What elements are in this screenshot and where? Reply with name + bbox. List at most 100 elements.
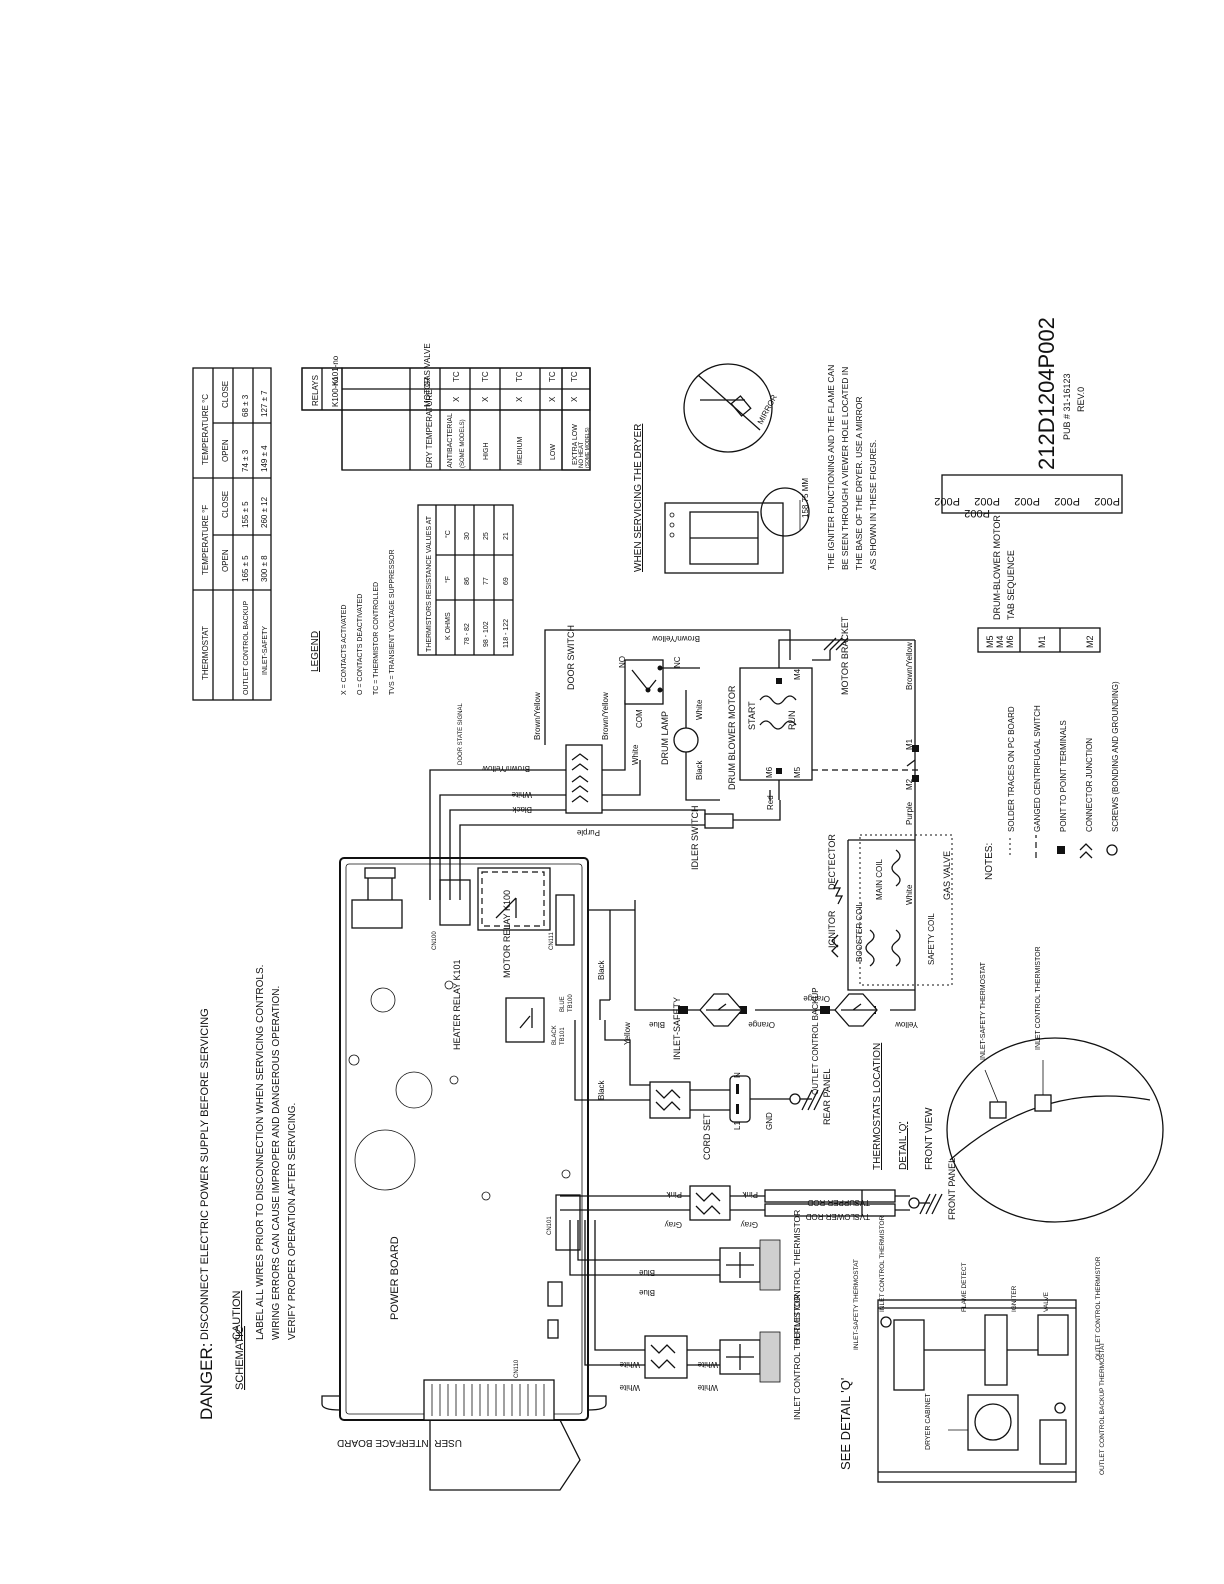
relay-row1-note: (SOME MODELS) (460, 419, 466, 468)
wire-black-left: Black (511, 805, 532, 814)
relay-row4-valve: TC (548, 371, 557, 382)
notes: NOTES: SOLDER TRACES ON PC BOARD GANGED … (984, 681, 1120, 880)
wire-purple-left: Purple (576, 828, 600, 837)
safety-coil-label: SAFETY COIL (927, 913, 936, 965)
th-thermostat: THERMOSTAT (201, 626, 210, 680)
wire-black-upper: Black (597, 959, 606, 980)
wire-labels: Brown/Yellow Brown/Yellow Brown/Yellow B… (482, 634, 918, 1392)
cn100-label: CN100 (432, 931, 438, 950)
nc-label: NC (673, 656, 682, 668)
note-5: SCREWS (BONDING AND GROUNDING) (1111, 681, 1120, 832)
servicing-note-1: THE IGNITER FUNCTIONING AND THE FLAME CA… (826, 365, 836, 570)
m1-label: M1 (905, 738, 914, 750)
booster-coil-label: BOOSTER COIL (855, 901, 864, 962)
cab-valve: VALVE (1043, 1291, 1050, 1312)
inlet-safety-label: INLET-SAFETY (672, 997, 682, 1060)
wire-white-lower-right: White (697, 1383, 718, 1392)
black-tb-label: BLACK (552, 1025, 558, 1045)
th-close-c: CLOSE (221, 381, 230, 408)
relay-row2-valve: TC (481, 371, 490, 382)
relay-row3-motor: X (515, 396, 524, 402)
upper-rod: UPPER ROD (807, 1198, 855, 1207)
heater-relay-label: HEATER RELAY K101 (452, 959, 462, 1050)
resistance-table: THERMISTORS RESISTANCE VALUES AT K OHMS … (417, 504, 514, 656)
document-id: 212D1204P002 PUB # 31-16123 REV.0 P002 P… (934, 317, 1123, 519)
danger-text: DISCONNECT ELECTRIC POWER SUPPLY BEFORE … (199, 1008, 211, 1340)
wire-blue-relay: Blue (648, 1020, 665, 1029)
caution-line-2: WIRING ERRORS CAN CAUSE IMPROPER AND DAN… (271, 986, 282, 1340)
servicing-title: WHEN SERVICING THE DRYER (633, 424, 644, 572)
relay-dry-label: DRY TEMPERATURE (425, 389, 434, 468)
resistance-r1c3: 30 (464, 532, 471, 540)
servicing-note-3: THE BASE OF THE DRYER. USE A MIRROR (854, 397, 864, 571)
relay-row6 (561, 367, 591, 471)
caution-line-3: VERIFY PROPER OPERATION AFTER SERVICING. (287, 1103, 298, 1340)
doc-rev: REV.0 (1076, 387, 1086, 412)
danger-label: DANGER: (197, 1343, 216, 1420)
tb101-label: TB101 (560, 1027, 566, 1045)
th-open-f: OPEN (221, 549, 230, 572)
wire-white-switch: White (695, 699, 704, 720)
note-4: CONNECTOR JUNCTION (1085, 738, 1094, 832)
inlet-safety-thermostat-symbol (699, 993, 743, 1027)
cn110-pins (431, 1384, 545, 1416)
m5-label: M5 (793, 766, 802, 778)
resistance-r1c1: 78 - 82 (464, 623, 471, 645)
dryer-front-icon (664, 502, 784, 574)
cab-outlet-control-thermistor: OUTLET CONTROL THERMISTOR (1095, 1256, 1102, 1360)
detail-inlet-control-thermistor: INLET CONTROL THERMISTOR (1035, 946, 1042, 1050)
idler-switch-label: IDLER SWITCH (690, 805, 700, 870)
relay-row3-name: MEDIUM (517, 436, 524, 465)
tab-m1: M1 (1037, 635, 1047, 648)
cn101-label: CN101 (547, 1216, 553, 1235)
cab-outlet-backup-thermostat: OUTLET CONTROL BACKUP THERMOSTAT (1099, 1342, 1106, 1475)
thermostats-location-title: THERMOSTATS LOCATION (872, 1043, 883, 1170)
wire-blue-lower: Blue (638, 1288, 655, 1297)
servicing-section: WHEN SERVICING THE DRYER 158.75 MM MIRRO… (633, 363, 878, 574)
lower-rod: LOWER ROD (805, 1212, 855, 1221)
com-label: COM (635, 709, 644, 728)
gnd-label: GND (765, 1112, 774, 1130)
drum-lamp-label: DRUM LAMP (660, 711, 670, 765)
relay-row2-motor: X (481, 396, 490, 402)
th-row2-v1: 300 ± 8 (260, 555, 269, 582)
legend: LEGEND X = CONTACTS ACTIVATED O = CONTAC… (310, 549, 396, 695)
tb100-label: TB100 (568, 994, 574, 1012)
cab-dryer-cabinet: DRYER CABINET (925, 1393, 932, 1450)
tab-sequence: DRUM-BLOWER MOTOR TAB SEQUENCE M5 M4 M6 … (977, 515, 1101, 653)
relay-row4-name: LOW (550, 444, 557, 460)
wire-white-lamp: White (631, 744, 640, 765)
wire-brown-yellow-bus: Brown/Yellow (905, 642, 914, 690)
wire-pink-left: Pink (665, 1190, 682, 1199)
wire-black-lamp: Black (695, 759, 704, 780)
th-close-f: CLOSE (221, 491, 230, 518)
caution-label: CAUTION (231, 1290, 243, 1340)
tab-m2: M2 (1085, 635, 1095, 648)
tab-m5: M5 (985, 635, 995, 648)
wire-white-gas: White (905, 884, 914, 905)
resistance-r2c1: 98 - 102 (483, 621, 490, 647)
inlet-thermistor-label: INLET CONTROL THERMISTOR (792, 1294, 802, 1420)
tab-seq-title-1: DRUM-BLOWER MOTOR (992, 515, 1002, 620)
servicing-note-2: BE SEEN THROUGH A VIEWER HOLE LOCATED IN (840, 367, 850, 570)
resistance-r3c2: 69 (503, 577, 510, 585)
doc-pub: PUB # 31-16123 (1062, 373, 1072, 440)
note-1: SOLDER TRACES ON PC BOARD (1007, 706, 1016, 832)
run-label: RUN (787, 711, 797, 731)
outlet-thermistor-label: OUTLET CONTROL THERMISTOR (792, 1210, 802, 1345)
door-switch-label: DOOR SWITCH (566, 625, 576, 690)
motor-relay-label: MOTOR RELAY K100 (502, 890, 512, 978)
legend-item-1: X = CONTACTS ACTIVATED (341, 605, 348, 695)
legend-title: LEGEND (310, 631, 321, 672)
wire-orange-lower: Orange (748, 1020, 775, 1029)
schematic-label: SCHEMATIC (234, 1326, 246, 1390)
wire-gray-left: Gray (665, 1220, 682, 1229)
n-label: N (733, 1072, 742, 1078)
th-row1-v4: 68 ± 3 (241, 394, 250, 417)
cab-inlet-safety-thermostat: INLET-SAFETY THERMOSTAT (853, 1259, 860, 1350)
relay-k100: K100-no (331, 376, 340, 407)
note-3: POINT TO POINT TERMINALS (1059, 720, 1068, 832)
motor-bracket-label: MOTOR BRACKET (840, 616, 850, 695)
relay-table: RELAYS K100-no K101-no MOTOR GAS VALVE D… (301, 343, 591, 471)
